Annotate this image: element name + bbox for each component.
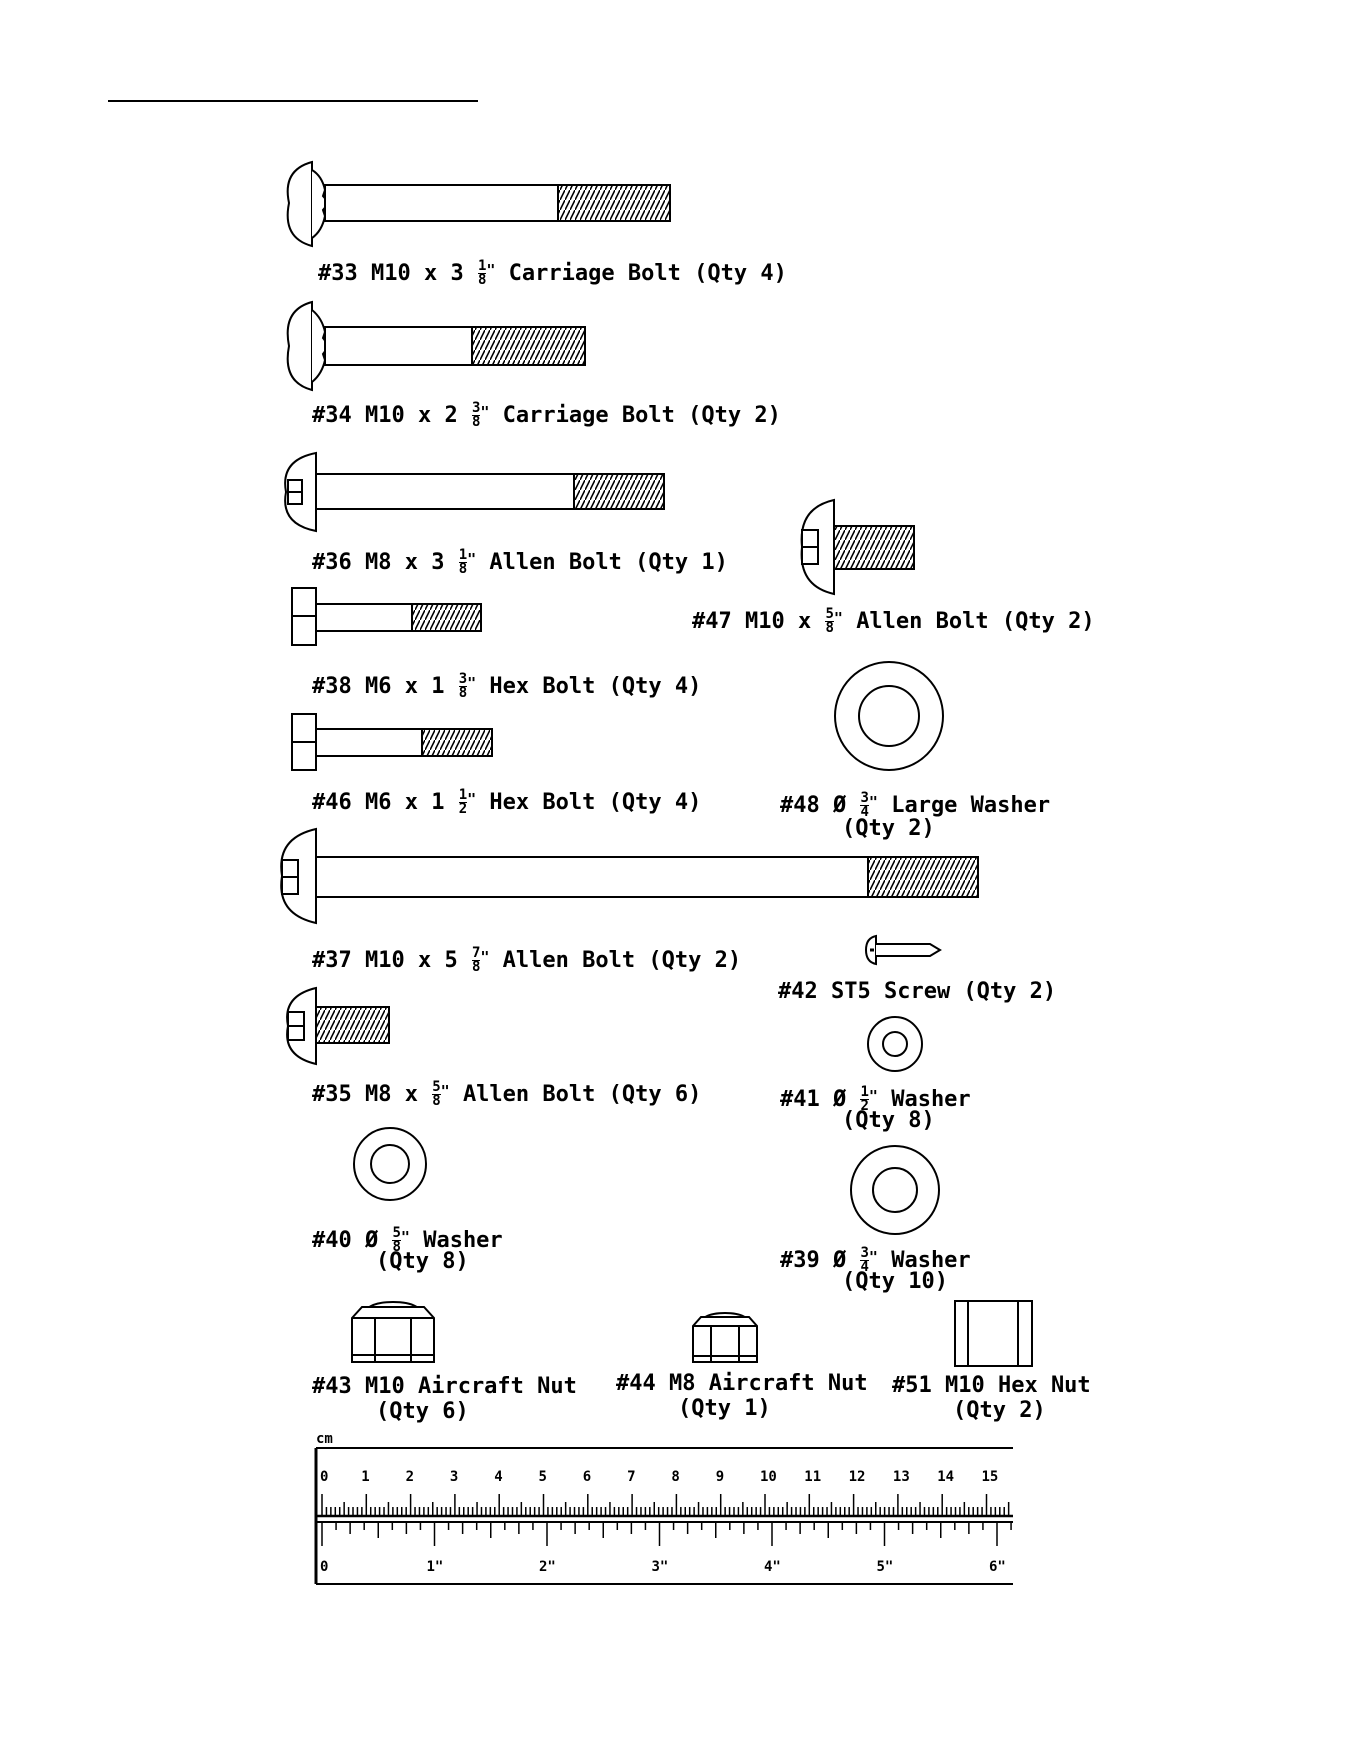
part-43-label: #43 M10 Aircraft Nut: [312, 1374, 577, 1399]
cm-tick-label: 1: [361, 1469, 370, 1485]
part-40-qty: (Qty 8): [376, 1249, 469, 1274]
hex-bolt-38-drawing: [291, 587, 482, 646]
part-42-label: #42 ST5 Screw (Qty 2): [778, 979, 1057, 1004]
ruler-unit-label: cm: [316, 1431, 333, 1447]
cm-tick-label: 5: [538, 1469, 547, 1485]
aircraft-nut-43-drawing: [351, 1300, 435, 1363]
inch-tick-label: 3": [651, 1559, 669, 1575]
cm-ticks: [321, 1494, 1010, 1516]
part-48-qty: (Qty 2): [842, 816, 935, 841]
measuring-ruler: [314, 1447, 1013, 1585]
cm-tick-label: 0: [320, 1469, 329, 1485]
part-44-label: #44 M8 Aircraft Nut: [616, 1371, 868, 1396]
part-51-label: #51 M10 Hex Nut: [892, 1373, 1091, 1398]
cm-tick-label: 3: [449, 1469, 459, 1485]
washer-39-drawing: [850, 1145, 940, 1235]
cm-tick-label: 2: [405, 1469, 415, 1485]
carriage-bolt-34-drawing: [286, 300, 586, 392]
hex-nut-51-drawing: [954, 1300, 1033, 1367]
allen-bolt-35-drawing: [286, 986, 390, 1066]
large-washer-48-drawing: [834, 661, 944, 771]
aircraft-nut-44-drawing: [692, 1311, 758, 1363]
allen-bolt-36-drawing: [284, 451, 665, 533]
carriage-bolt-33-drawing: [286, 160, 671, 248]
cm-tick-label: 12: [848, 1469, 866, 1485]
cm-tick-label: 14: [937, 1469, 955, 1485]
st5-screw-42-drawing: [864, 934, 942, 966]
allen-bolt-47-drawing: [800, 498, 915, 596]
part-41-qty: (Qty 8): [842, 1108, 935, 1133]
cm-tick-label: 13: [892, 1469, 910, 1485]
washer-40-drawing: [353, 1127, 427, 1201]
inch-tick-label: 6": [989, 1559, 1006, 1575]
inch-tick-label: 5": [876, 1559, 894, 1575]
cm-tick-label: 8: [671, 1469, 680, 1485]
washer-41-drawing: [867, 1016, 923, 1072]
inch-tick-label: 1": [426, 1559, 444, 1575]
allen-bolt-37-drawing: [280, 827, 979, 925]
inch-tick-label: 0: [320, 1559, 329, 1575]
cm-tick-label: 15: [981, 1469, 999, 1485]
part-43-qty: (Qty 6): [376, 1399, 469, 1424]
inch-ticks: [321, 1522, 1012, 1546]
part-44-qty: (Qty 1): [678, 1396, 771, 1421]
inch-tick-label: 2": [539, 1559, 556, 1575]
hex-bolt-46-drawing: [291, 713, 493, 771]
cm-tick-label: 7: [627, 1469, 636, 1485]
part-51-qty: (Qty 2): [953, 1398, 1046, 1423]
part-39-qty: (Qty 10): [842, 1269, 948, 1294]
cm-tick-label: 11: [804, 1469, 822, 1485]
header-rule: [108, 100, 478, 102]
cm-tick-label: 6: [582, 1469, 592, 1485]
cm-tick-label: 4: [494, 1469, 503, 1485]
cm-tick-label: 10: [760, 1469, 777, 1485]
cm-tick-label: 9: [715, 1469, 725, 1485]
inch-tick-label: 4": [764, 1559, 781, 1575]
